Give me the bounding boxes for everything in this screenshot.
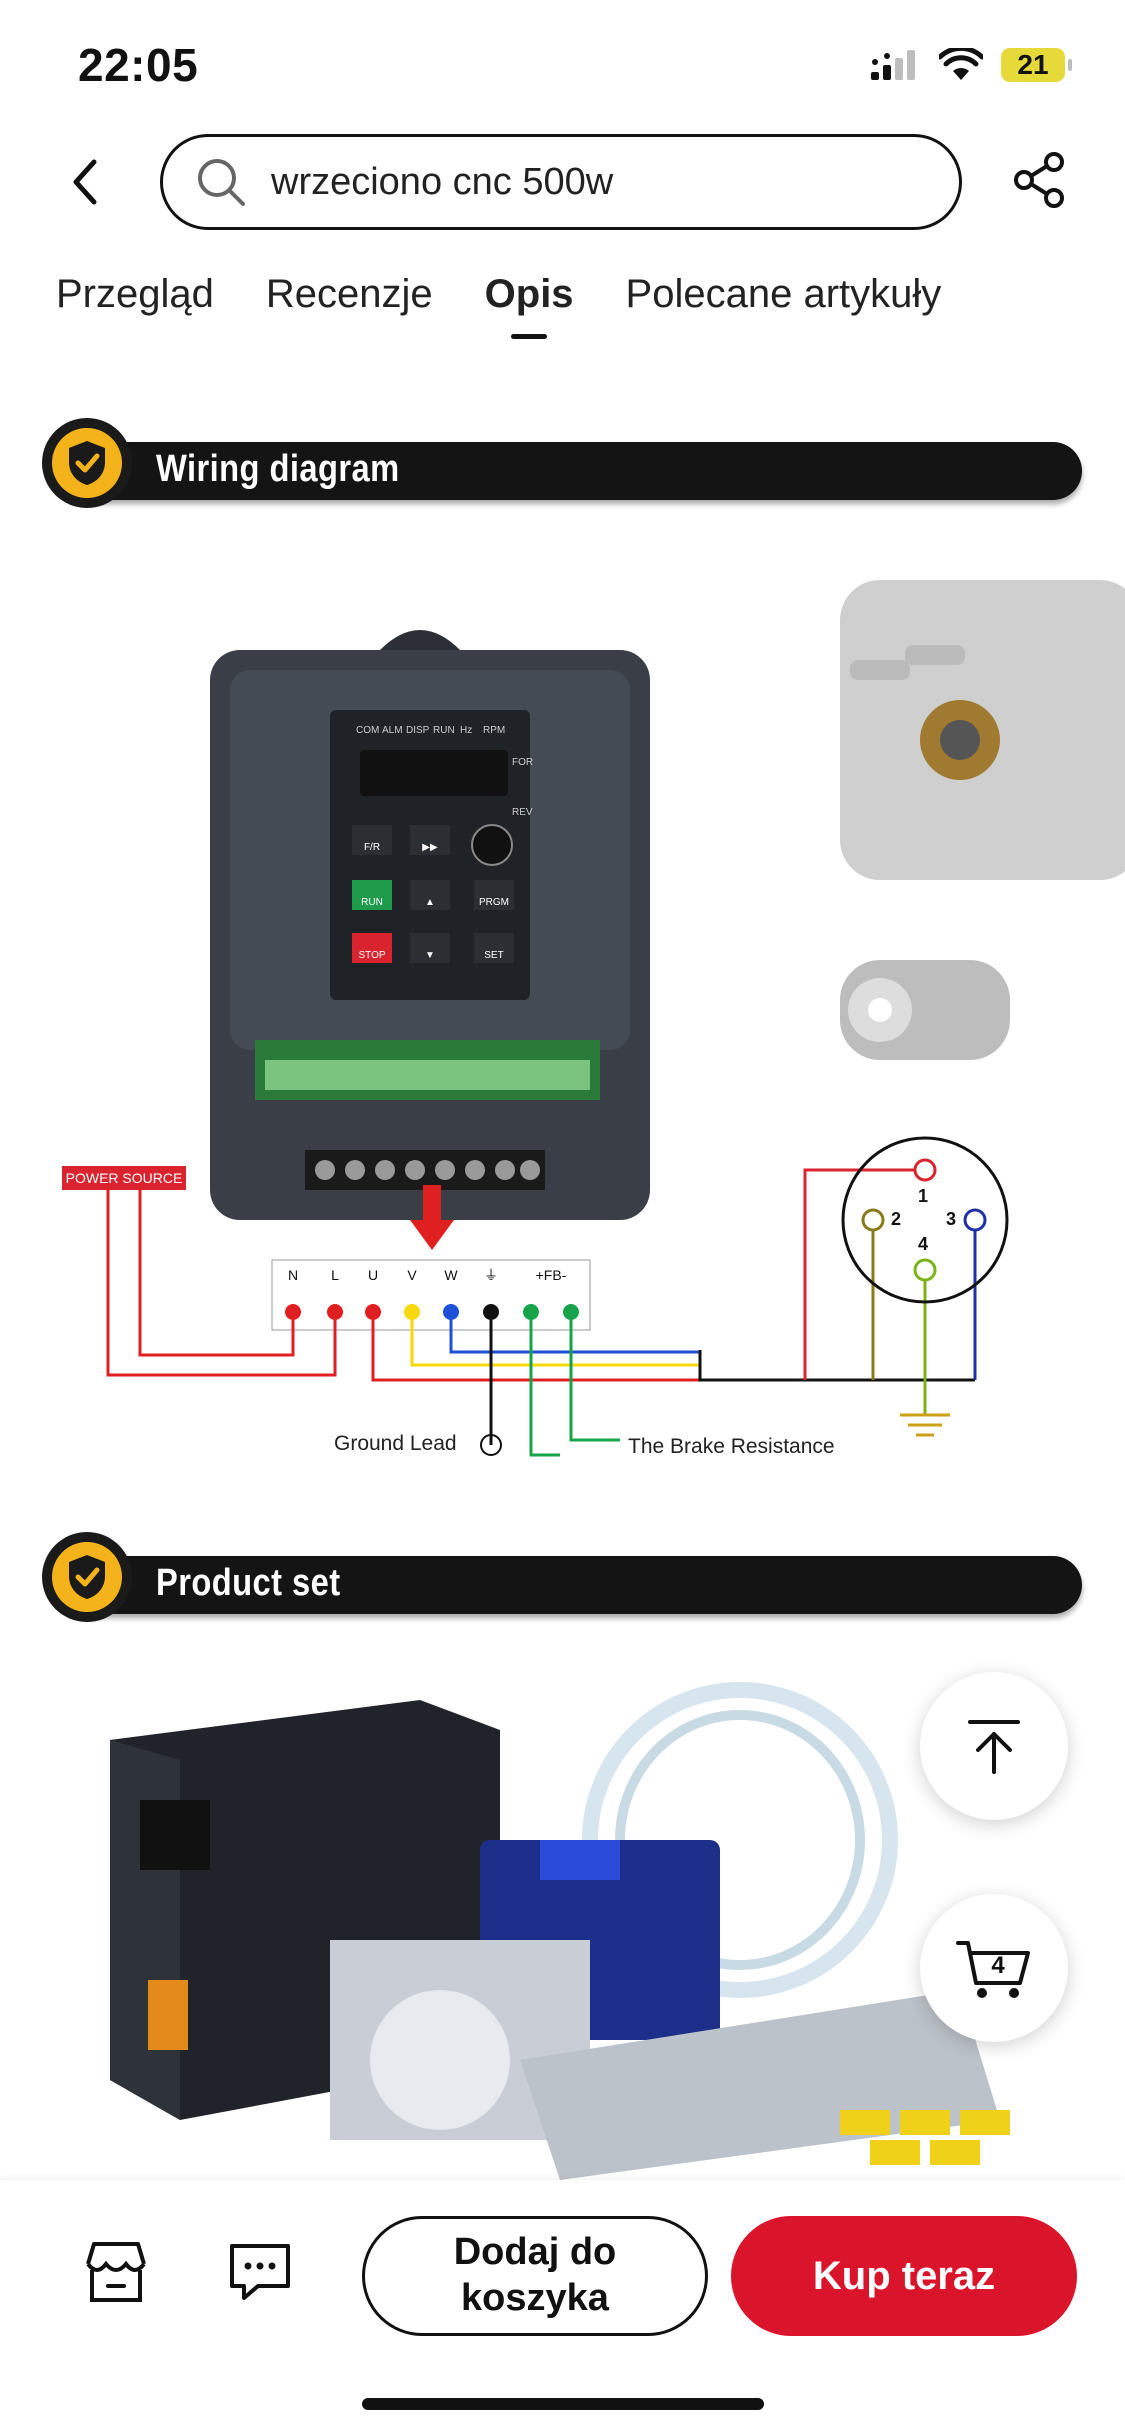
- product-set-image: [110, 1682, 1010, 2180]
- key-label: PRGM: [479, 897, 509, 908]
- key-label: RUN: [361, 897, 383, 908]
- tab-description[interactable]: Opis: [484, 272, 574, 316]
- status-time: 22:05: [78, 39, 199, 91]
- search-icon: [198, 159, 245, 206]
- add-to-cart-button[interactable]: Dodaj do koszyka: [362, 2216, 708, 2336]
- vfd-label: ALM: [382, 725, 403, 736]
- home-indicator: [362, 2398, 764, 2410]
- tab-bar: Przegląd Recenzje Opis Polecane artykuły: [56, 272, 941, 317]
- pin-label: 1: [918, 1186, 928, 1206]
- vfd-label: Hz: [460, 725, 472, 736]
- terminal-label: +FB-: [536, 1267, 567, 1283]
- ground-lead-label: Ground Lead: [334, 1432, 457, 1455]
- shield-check-icon: [69, 1555, 105, 1599]
- status-icons: 21: [869, 48, 1072, 82]
- vfd-label: RPM: [483, 725, 505, 736]
- key-label: F/R: [364, 842, 380, 853]
- chat-button[interactable]: [224, 2236, 296, 2308]
- banner-bar: [84, 1556, 1082, 1614]
- vfd-label: FOR: [512, 757, 533, 768]
- terminal-label: V: [407, 1267, 417, 1283]
- key-label: STOP: [358, 950, 385, 961]
- tab-recommended[interactable]: Polecane artykuły: [625, 272, 942, 316]
- share-button[interactable]: [1010, 150, 1070, 210]
- pin-label: 2: [891, 1209, 901, 1229]
- search-query: wrzeciono cnc 500w: [271, 160, 614, 203]
- battery-icon: 21: [1001, 48, 1072, 82]
- key-label: ▼: [425, 950, 435, 961]
- chevron-left-icon: [73, 159, 97, 205]
- back-button[interactable]: [60, 152, 110, 212]
- pin-label: 4: [918, 1234, 928, 1254]
- terminal-label: W: [444, 1267, 458, 1283]
- search-input[interactable]: wrzeciono cnc 500w: [160, 134, 962, 230]
- vfd-label: COM: [356, 725, 379, 736]
- store-button[interactable]: [80, 2236, 152, 2308]
- key-label: ▲: [425, 897, 435, 908]
- cart-button[interactable]: 4: [920, 1894, 1068, 2042]
- wifi-icon: [939, 48, 983, 80]
- vfd-label: DISP: [406, 725, 430, 736]
- badge: [42, 1532, 132, 1622]
- tab-reviews[interactable]: Recenzje: [265, 272, 433, 316]
- tab-overview[interactable]: Przegląd: [56, 272, 214, 316]
- section-banner-product-set: Product set: [42, 1532, 1082, 1622]
- key-label: SET: [484, 950, 503, 961]
- store-icon: [86, 2242, 146, 2302]
- section-title: Wiring diagram: [156, 448, 400, 490]
- buy-now-button[interactable]: Kup teraz: [731, 2216, 1077, 2336]
- power-source-label: POWER SOURCE: [66, 1170, 183, 1186]
- vfd-label: RUN: [433, 725, 455, 736]
- signal-icon: [871, 50, 915, 80]
- banner-bar: [84, 442, 1082, 500]
- chat-icon: [230, 2244, 290, 2300]
- cart-icon: 4: [956, 1941, 1030, 1998]
- terminal-label: U: [368, 1267, 378, 1283]
- key-label: ▶▶: [422, 842, 438, 853]
- terminal-label: L: [331, 1267, 339, 1283]
- shield-check-icon: [69, 441, 105, 485]
- terminal-label: N: [288, 1267, 298, 1283]
- badge: [42, 418, 132, 508]
- section-banner-wiring: Wiring diagram: [42, 418, 1082, 508]
- section-title: Product set: [156, 1562, 341, 1604]
- vfd-label: REV: [512, 807, 533, 818]
- wiring-diagram-image: COM ALM DISP RUN Hz RPM FOR REV F/R ▶▶ P…: [62, 580, 1125, 1458]
- share-icon: [1014, 152, 1064, 208]
- cart-count: 4: [991, 1952, 1005, 1979]
- battery-level: 21: [1017, 49, 1049, 80]
- pin-label: 3: [946, 1209, 956, 1229]
- scroll-to-top-button[interactable]: [920, 1672, 1068, 1820]
- brake-label: The Brake Resistance: [628, 1435, 835, 1458]
- terminal-label: ⏚: [484, 1267, 498, 1283]
- arrow-up-icon: [968, 1720, 1020, 1774]
